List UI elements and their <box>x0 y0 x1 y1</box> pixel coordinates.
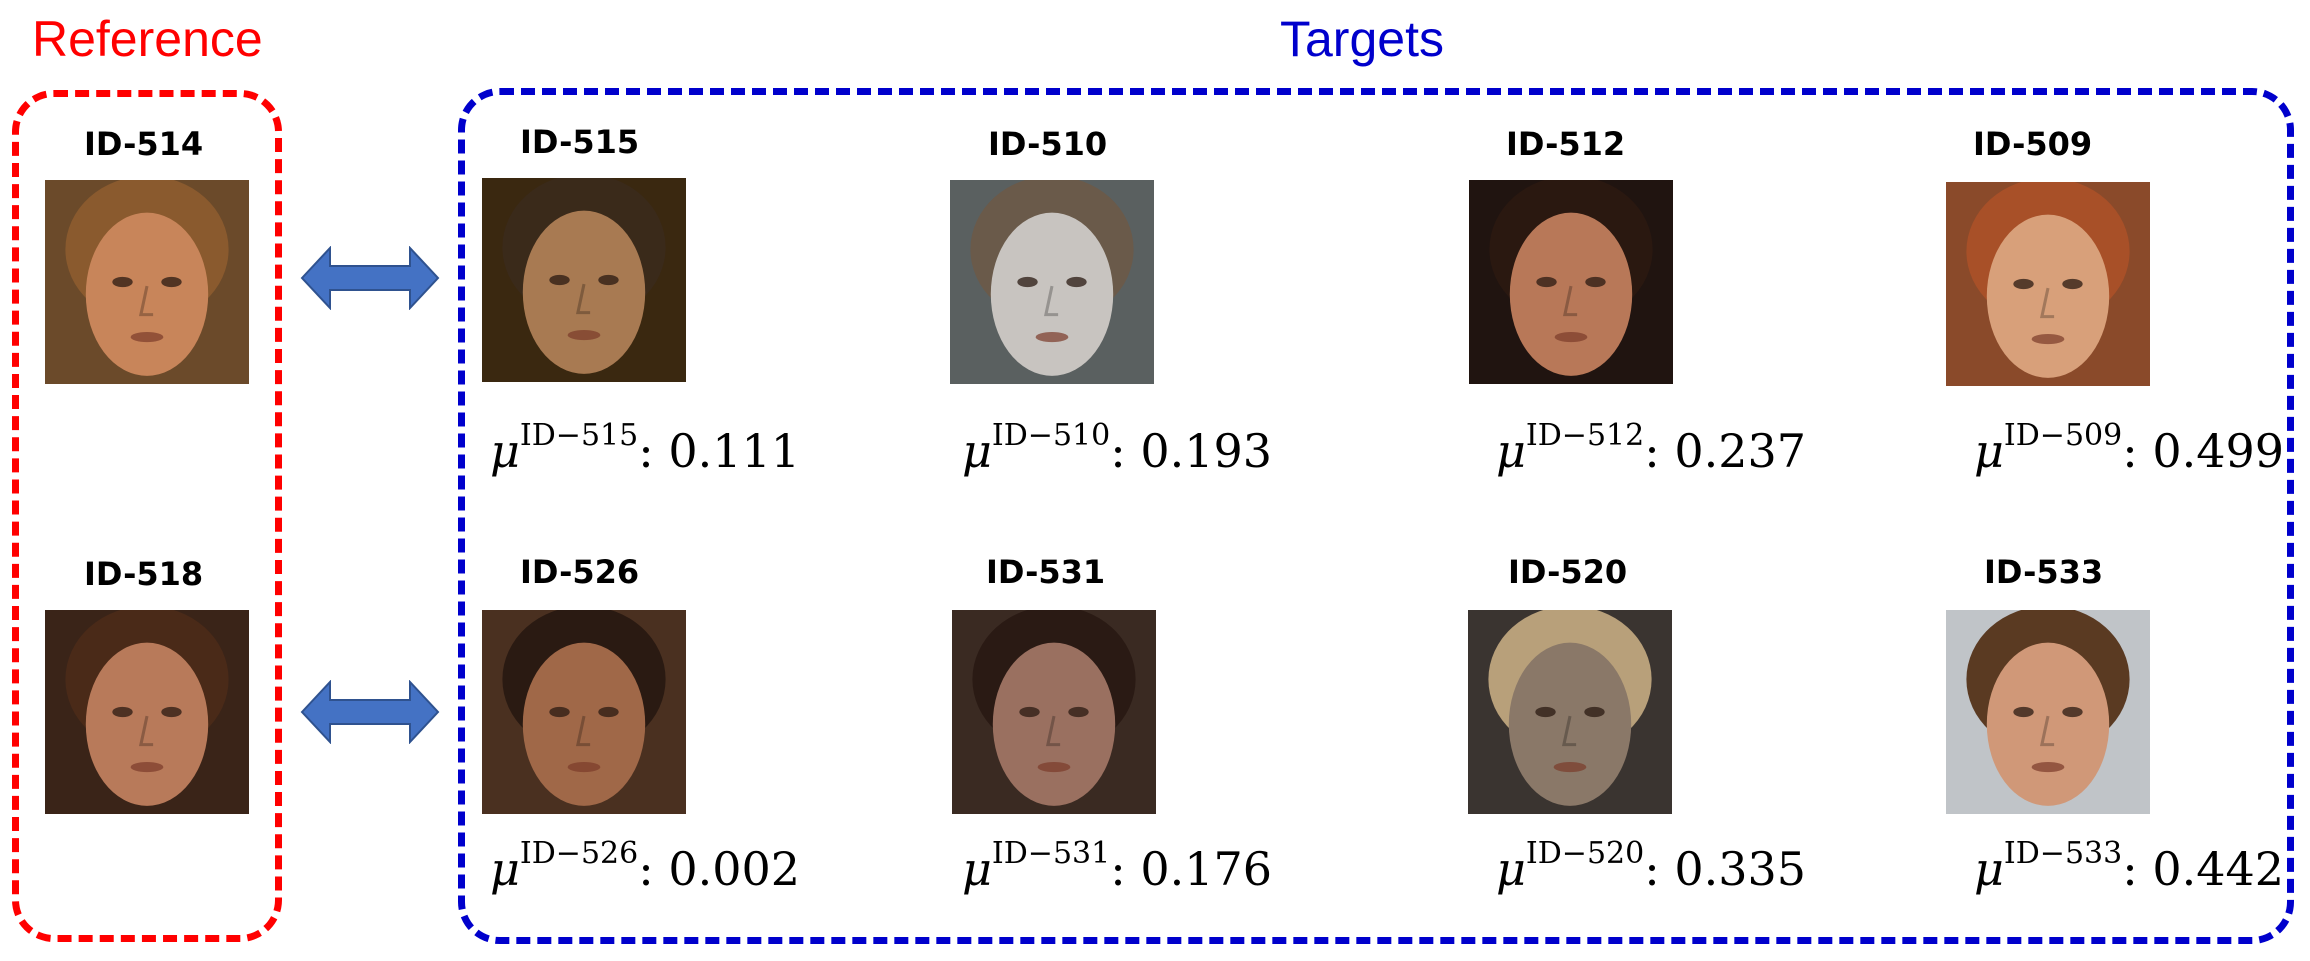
target-face-image <box>1468 610 1672 814</box>
mu-symbol: μ <box>962 424 992 478</box>
score-value: : 0.499 <box>2122 424 2285 478</box>
target-id-label: ID-515 <box>520 123 640 161</box>
score-value: : 0.335 <box>1644 842 1807 896</box>
target-face-image <box>1946 182 2150 386</box>
similarity-score: μID−510: 0.193 <box>962 420 1272 474</box>
score-superscript: ID−510 <box>991 417 1111 453</box>
score-superscript: ID−531 <box>991 835 1111 871</box>
score-superscript: ID−526 <box>519 835 639 871</box>
double-arrow-icon <box>300 680 440 744</box>
mu-symbol: μ <box>490 842 520 896</box>
score-superscript: ID−533 <box>2003 835 2123 871</box>
targets-title: Targets <box>1280 11 1444 67</box>
target-id-label: ID-531 <box>986 553 1106 591</box>
mu-symbol: μ <box>962 842 992 896</box>
score-value: : 0.111 <box>638 424 801 478</box>
reference-face-image <box>45 180 249 384</box>
reference-id-label: ID-518 <box>84 555 204 593</box>
target-id-label: ID-526 <box>520 553 640 591</box>
target-face-image <box>1469 180 1673 384</box>
mu-symbol: μ <box>1974 424 2004 478</box>
target-id-label: ID-520 <box>1508 553 1628 591</box>
target-face-image <box>950 180 1154 384</box>
reference-title: Reference <box>32 11 263 67</box>
similarity-score: μID−520: 0.335 <box>1496 838 1806 892</box>
score-value: : 0.442 <box>2122 842 2285 896</box>
score-superscript: ID−509 <box>2003 417 2123 453</box>
similarity-score: μID−526: 0.002 <box>490 838 800 892</box>
target-face-image <box>482 610 686 814</box>
similarity-score: μID−533: 0.442 <box>1974 838 2284 892</box>
similarity-score: μID−509: 0.499 <box>1974 420 2284 474</box>
target-id-label: ID-510 <box>988 125 1108 163</box>
similarity-score: μID−515: 0.111 <box>490 420 800 474</box>
targets-frame <box>458 88 2294 944</box>
score-superscript: ID−520 <box>1525 835 1645 871</box>
target-face-image <box>1946 610 2150 814</box>
score-superscript: ID−512 <box>1525 417 1645 453</box>
score-value: : 0.002 <box>638 842 801 896</box>
mu-symbol: μ <box>1496 424 1526 478</box>
target-id-label: ID-509 <box>1973 125 2093 163</box>
target-face-image <box>482 178 686 382</box>
score-value: : 0.176 <box>1110 842 1273 896</box>
score-value: : 0.237 <box>1644 424 1807 478</box>
mu-symbol: μ <box>1974 842 2004 896</box>
double-arrow-icon <box>300 246 440 310</box>
reference-id-label: ID-514 <box>84 125 204 163</box>
mu-symbol: μ <box>490 424 520 478</box>
reference-frame <box>12 90 282 942</box>
target-face-image <box>952 610 1156 814</box>
reference-face-image <box>45 610 249 814</box>
score-superscript: ID−515 <box>519 417 639 453</box>
similarity-score: μID−512: 0.237 <box>1496 420 1806 474</box>
target-id-label: ID-512 <box>1506 125 1626 163</box>
score-value: : 0.193 <box>1110 424 1273 478</box>
mu-symbol: μ <box>1496 842 1526 896</box>
similarity-score: μID−531: 0.176 <box>962 838 1272 892</box>
target-id-label: ID-533 <box>1984 553 2104 591</box>
